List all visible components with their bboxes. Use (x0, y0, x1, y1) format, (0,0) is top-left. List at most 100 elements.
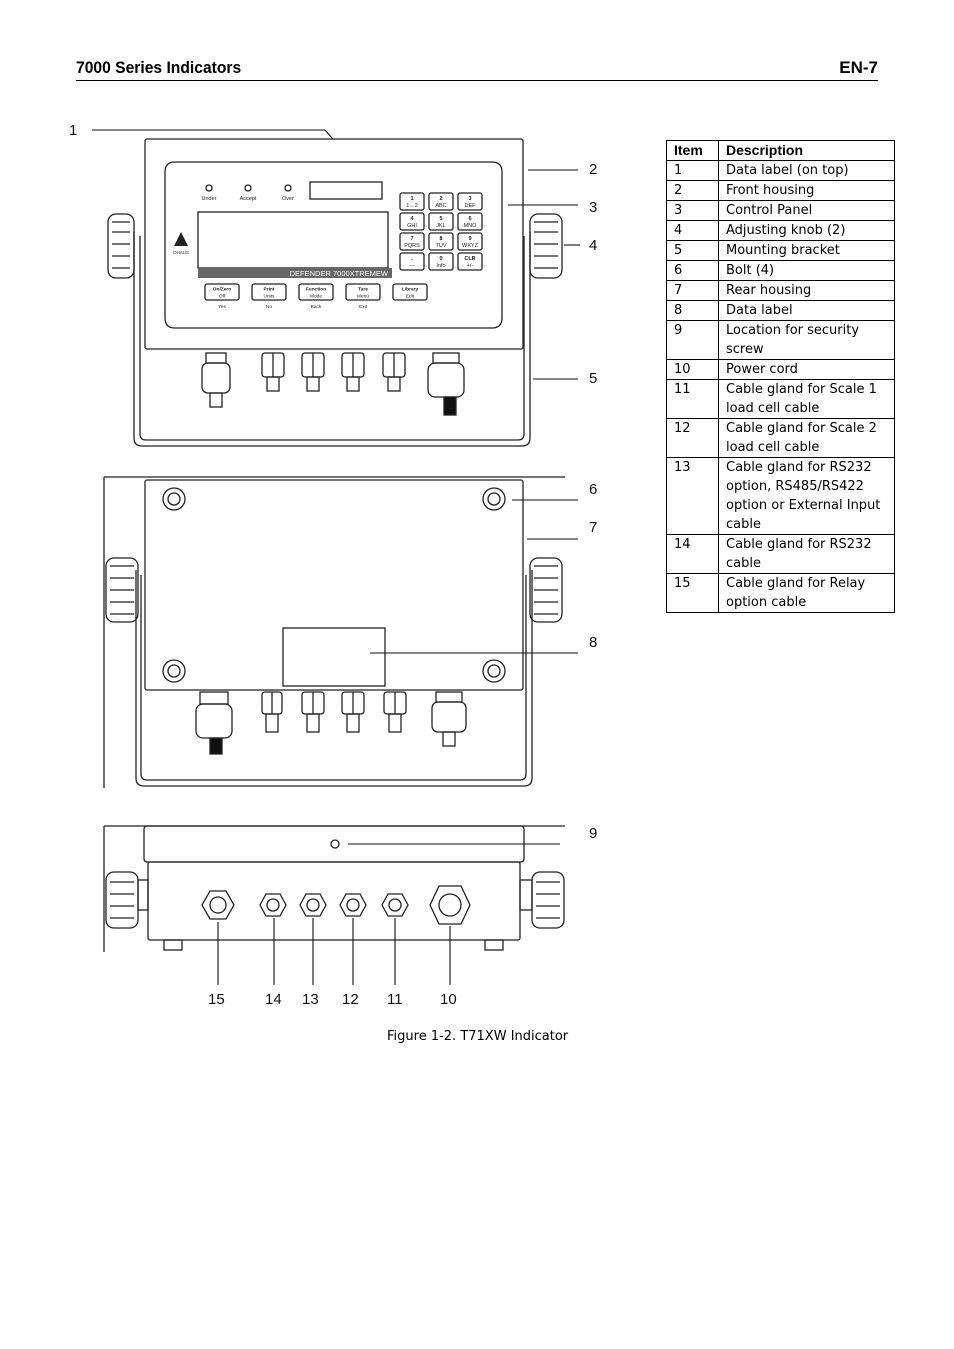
item-number: 7 (666, 280, 719, 301)
keypad-key-letters: 1→2 (406, 203, 418, 209)
item-number: 15 (666, 573, 719, 613)
item-description: Rear housing (718, 280, 895, 301)
bottom-left-knob (105, 871, 139, 929)
item-number: 1 (666, 160, 719, 181)
leader-lines (92, 129, 580, 985)
rear-data-label (282, 627, 386, 687)
function-key-under-label: Yes (218, 304, 226, 310)
callout-1: 1 (69, 122, 77, 139)
brand-strip (198, 268, 392, 278)
function-key-sub-label: Mode (310, 294, 322, 300)
callout-6: 6 (589, 481, 597, 498)
keypad-key-number: 8 (439, 236, 442, 242)
function-key-under-label: Back (311, 304, 322, 310)
item-description: Cable gland for Scale 2 load cell cable (718, 418, 895, 458)
panel-texts: Under Accept Over OHAUS DEFENDER 7000XTR… (173, 196, 479, 310)
bottom-glands (201, 885, 471, 925)
keypad-key-letters: GHI (407, 223, 417, 229)
callout-15: 15 (208, 991, 225, 1008)
keypad-key-number: . (411, 256, 413, 262)
item-number: 8 (666, 300, 719, 321)
rear-view (103, 476, 565, 788)
keypad-key-number: 7 (410, 236, 413, 242)
item-description: Front housing (718, 180, 895, 201)
callout-9: 9 (589, 825, 597, 842)
bottom-right-knob (531, 871, 565, 929)
item-number: 13 (666, 457, 719, 535)
function-key-top-label: Tare (358, 287, 368, 293)
item-description: Bolt (4) (718, 260, 895, 281)
keypad (399, 192, 483, 271)
callout-4: 4 (589, 237, 597, 254)
callout-3: 3 (589, 199, 597, 216)
led-over-label: Over (282, 196, 294, 202)
function-key-top-label: Library (402, 287, 419, 293)
header-page-number: EN-7 (839, 58, 878, 77)
callout-13: 13 (302, 991, 319, 1008)
item-description: Control Panel (718, 200, 895, 221)
keypad-key-number: 2 (439, 196, 442, 202)
callout-14: 14 (265, 991, 282, 1008)
front-housing (144, 138, 524, 350)
header-title: 7000 Series Indicators (76, 58, 242, 77)
callout-numbers: 1 2 3 4 5 6 7 8 9 10 11 12 13 14 15 (69, 122, 597, 1008)
figure-caption: Figure 1-2. T71XW Indicator (387, 1029, 569, 1044)
column-header-description: Description (718, 140, 895, 161)
brand-name: DEFENDER 7000XTREMEW (290, 269, 389, 278)
item-number: 3 (666, 200, 719, 221)
item-number: 12 (666, 418, 719, 458)
column-header-item: Item (666, 140, 719, 161)
page-header: 7000 Series Indicators EN-7 (76, 58, 878, 81)
function-key-labels: On/ZeroOffYesPrintUnitsNoFunctionModeBac… (213, 287, 419, 311)
security-screw-hole (330, 839, 340, 849)
item-number: 9 (666, 320, 719, 360)
keypad-key-number: 9 (468, 236, 471, 242)
led-under-label: Under (202, 196, 217, 202)
control-panel (164, 161, 503, 329)
function-key-top-label: Print (264, 287, 275, 293)
keypad-labels: 11→22ABC3DEF4GHI5JKL6MNO7PQRS8TUV9WXYZ.—… (404, 196, 478, 269)
keypad-key-number: 4 (410, 216, 414, 222)
item-description: Cable gland for RS232 cable (718, 534, 895, 574)
keypad-key-number: 0 (439, 256, 442, 262)
item-description: Location for security screw (718, 320, 895, 360)
front-view (107, 138, 563, 447)
item-description: Data label (718, 300, 895, 321)
keypad-key-letters: DEF (465, 203, 477, 209)
item-description: Cable gland for Scale 1 load cell cable (718, 379, 895, 419)
item-number: 2 (666, 180, 719, 201)
callout-8: 8 (589, 634, 597, 651)
function-key-top-label: On/Zero (213, 287, 231, 293)
function-keys (204, 283, 428, 301)
function-key-top-label: Function (306, 287, 326, 293)
logo-text: OHAUS (173, 250, 189, 255)
table-header-row: Item Description (666, 140, 895, 161)
rear-housing (144, 479, 524, 691)
keypad-key-letters: ABC (435, 203, 446, 209)
function-key-sub-label: Menu (357, 294, 369, 300)
item-number: 5 (666, 240, 719, 261)
callout-11: 11 (387, 991, 403, 1008)
item-number: 10 (666, 359, 719, 380)
callout-7: 7 (589, 519, 597, 536)
left-knob (107, 213, 135, 279)
callout-5: 5 (589, 370, 597, 387)
rear-left-knob (105, 557, 139, 623)
item-description: Power cord (718, 359, 895, 380)
keypad-key-number: 3 (468, 196, 471, 202)
keypad-key-number: 1 (410, 196, 413, 202)
function-key-sub-label: Units (264, 294, 276, 300)
keypad-key-letters: MNO (464, 223, 478, 229)
